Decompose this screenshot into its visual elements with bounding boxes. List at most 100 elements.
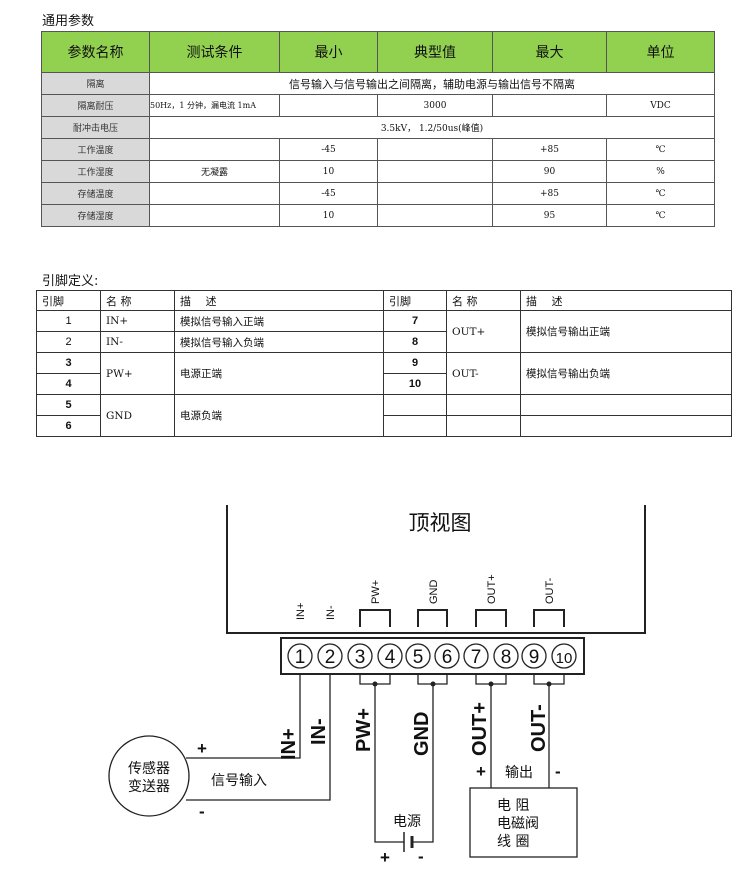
terminal-number: 8: [501, 647, 512, 668]
load-box: [469, 787, 578, 858]
top-bracket-gnd: [417, 609, 448, 627]
load-label-line2: 电磁阀: [497, 816, 539, 832]
table-row: 存储温度 -45 +85 ℃: [41, 182, 715, 205]
terminal-number: 3: [355, 647, 366, 668]
table-row: 工作温度 -45 +85 ℃: [41, 138, 715, 161]
wire-in-minus: [186, 674, 331, 801]
top-label-out-plus: OUT+: [486, 574, 498, 604]
params-section-title: 通用参数: [42, 14, 95, 29]
bottom-label-in-minus: IN-: [308, 718, 330, 745]
junction-dot: [430, 681, 436, 687]
wire-in-plus: [186, 674, 301, 759]
junction-dot: [372, 681, 378, 687]
terminal-8: [493, 643, 519, 669]
sensor-label-line2: 变送器: [128, 779, 170, 795]
table-row: 隔离 信号输入与信号输出之间隔离，辅助电源与输出信号不隔离: [41, 72, 715, 95]
row-unit: ℃: [606, 204, 715, 227]
row-name: 工作温度: [41, 138, 150, 161]
row-name: 存储湿度: [41, 204, 150, 227]
bottom-label-out-plus: OUT+: [469, 702, 491, 756]
wire-pw-plus: [374, 684, 404, 843]
row-name: 工作湿度: [41, 160, 150, 183]
top-label-in-minus: IN-: [325, 605, 337, 620]
table-row: 6: [36, 415, 732, 437]
table-row: 3 PW+ 电源正端 9 OUT- 模拟信号输出负端: [36, 352, 732, 395]
row-name: 存储温度: [41, 182, 150, 205]
top-label-pw-plus: PW+: [370, 580, 382, 604]
pin-desc: 模拟信号输入正端: [174, 310, 384, 332]
top-bracket-out-plus: [475, 609, 507, 627]
pin-name: IN+: [100, 310, 175, 332]
terminal-number: 5: [413, 647, 424, 668]
pin-desc: 模拟信号输出负端: [520, 352, 732, 395]
bottom-label-pw-plus: PW+: [353, 708, 375, 752]
terminal-number: 7: [471, 647, 482, 668]
signal-input-label: 信号输入: [211, 773, 267, 789]
bottom-label-gnd: GND: [411, 712, 433, 756]
params-header-row: 参数名称 测试条件 最小 典型值 最大 单位: [41, 31, 715, 73]
bottom-label-in-plus: IN+: [278, 728, 300, 760]
power-minus-sign: -: [418, 847, 424, 866]
pin-desc: 模拟信号输入负端: [174, 331, 384, 353]
terminal-3: [347, 643, 373, 669]
row-name: 隔离: [41, 72, 150, 95]
terminal-1: [287, 643, 313, 669]
terminal-block: [280, 637, 585, 675]
top-view-label: 顶视图: [409, 511, 472, 535]
top-bracket-out-minus: [533, 609, 565, 627]
table-row: 存储湿度 10 95 ℃: [41, 204, 715, 227]
terminal-number: 10: [556, 650, 573, 667]
sensor-transmitter: [108, 735, 190, 817]
battery-icon: [403, 832, 414, 852]
terminal-6: [434, 643, 460, 669]
output-label: 输出: [505, 765, 533, 781]
power-plus-sign: +: [380, 848, 390, 867]
sensor-minus-sign: -: [199, 802, 205, 821]
terminal-2: [317, 643, 343, 669]
top-label-gnd: GND: [428, 580, 440, 605]
pin-name: GND: [100, 394, 175, 437]
output-minus-sign: -: [555, 762, 561, 781]
terminal-10: [551, 643, 577, 669]
pin-desc-empty: [520, 415, 732, 437]
terminal-5: [405, 643, 431, 669]
pins-table: 引脚 名 称 描 述 引脚 名 称 描 述 1 IN+ 模拟信号输入正端 7 O…: [36, 290, 732, 437]
power-label: 电源: [393, 814, 421, 830]
terminal-9: [521, 643, 547, 669]
row-span-text: 信号输入与信号输出之间隔离，辅助电源与输出信号不隔离: [149, 72, 715, 95]
pin-desc: 电源正端: [174, 352, 384, 395]
pin-name: PW+: [100, 352, 175, 395]
load-label-line1: 电 阻: [497, 798, 529, 814]
module-housing: [226, 505, 646, 634]
pin-number: 6: [36, 415, 101, 437]
output-plus-sign: +: [476, 762, 486, 781]
terminal-number: 9: [529, 647, 540, 668]
terminal-7: [463, 643, 489, 669]
pin-desc: 模拟信号输出正端: [520, 310, 732, 353]
pins-section-title: 引脚定义:: [42, 274, 99, 289]
pin-name: OUT+: [446, 310, 521, 353]
sensor-plus-sign: +: [197, 739, 207, 758]
sensor-label-line1: 传感器: [128, 760, 170, 777]
header-test-condition: 测试条件: [149, 31, 280, 73]
header-name: 名 称: [446, 290, 521, 311]
table-row: 2 IN- 模拟信号输入负端 8: [36, 331, 732, 353]
params-table: 参数名称 测试条件 最小 典型值 最大 单位 隔离 信号输入与信号输出之间隔离，…: [41, 31, 715, 227]
wire-gnd: [412, 684, 434, 843]
load-label-line3: 线 圈: [497, 834, 529, 850]
junction-dot: [546, 681, 552, 687]
top-label-out-minus: OUT-: [544, 577, 556, 604]
terminal-4: [377, 643, 403, 669]
terminal-number: 6: [442, 647, 453, 668]
table-row: 工作湿度 无凝露 10 90 %: [41, 160, 715, 183]
junction-dot: [488, 681, 494, 687]
row-name: 隔离耐压: [41, 94, 150, 117]
header-max: 最大: [492, 31, 607, 73]
top-bracket-pw: [359, 609, 391, 627]
header-typical: 典型值: [377, 31, 493, 73]
terminal-number: 2: [325, 647, 336, 668]
table-row: 1 IN+ 模拟信号输入正端 7 OUT+ 模拟信号输出正端: [36, 310, 732, 353]
header-pin: 引脚: [36, 290, 101, 311]
bottom-label-out-minus: OUT-: [528, 704, 550, 752]
